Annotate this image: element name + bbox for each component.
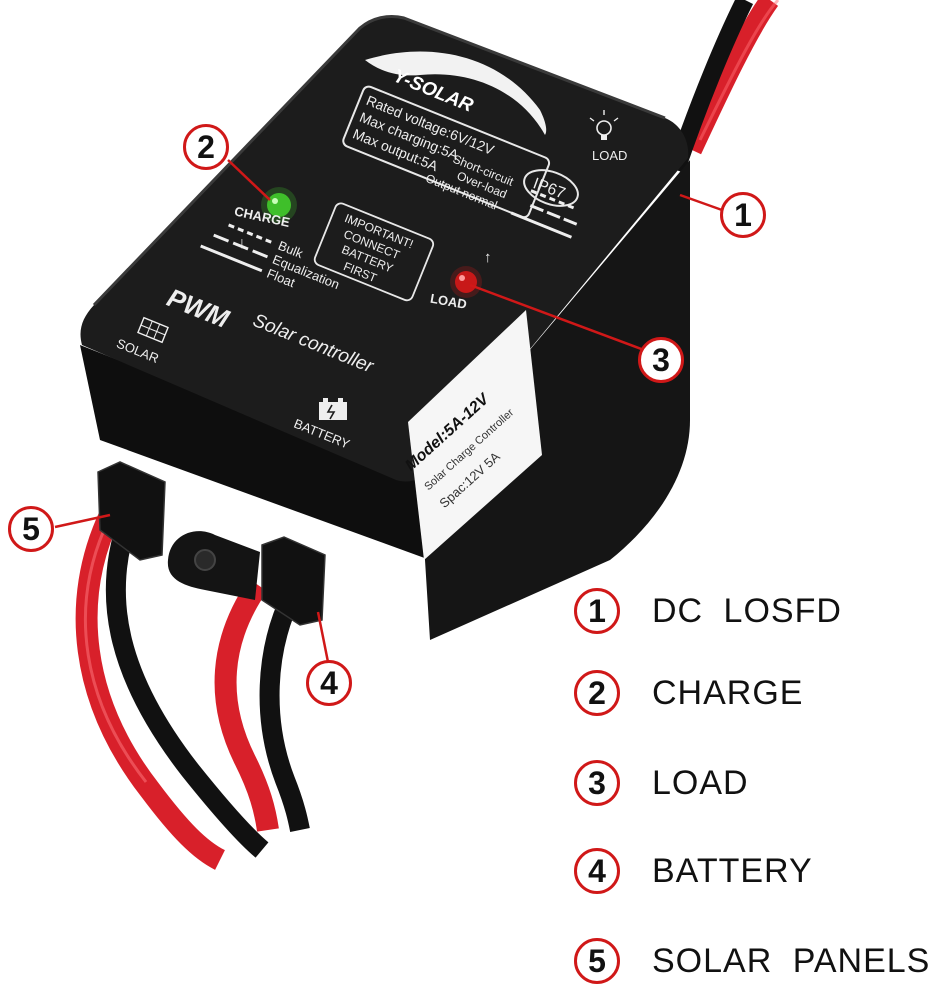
legend-number: 5	[574, 938, 620, 984]
load-label: LOAD	[429, 291, 468, 312]
battery-wire-red	[214, 578, 279, 832]
legend-number: 2	[574, 670, 620, 716]
leader-2	[227, 159, 271, 201]
load-arrow-icon: ↑	[484, 249, 492, 266]
legend-number: 3	[574, 760, 620, 806]
solar-panel-icon	[137, 316, 169, 344]
legend-text: CHARGE	[652, 673, 804, 712]
leader-4	[316, 611, 330, 663]
leader-5	[54, 513, 111, 529]
brand-swoosh	[365, 51, 547, 135]
callout-3: 3	[638, 337, 684, 383]
callout-4: 4	[306, 660, 352, 706]
load-label-top: LOAD	[592, 148, 627, 163]
warning-box	[313, 202, 435, 302]
legend-text: LOAD	[652, 763, 749, 802]
legend-number: 1	[574, 588, 620, 634]
leader-3	[469, 283, 645, 352]
callout-5: 5	[8, 506, 54, 552]
battery-cable-gland	[261, 536, 326, 626]
legend-item-2: 2 CHARGE	[574, 670, 803, 716]
legend-item-4: 4 BATTERY	[574, 848, 813, 894]
controller-top	[80, 16, 689, 482]
callout-2: 2	[183, 124, 229, 170]
battery-icon	[319, 398, 347, 420]
legend-item-5: 5 SOLAR PANELS	[574, 938, 930, 984]
solar-cable-gland	[97, 461, 166, 561]
legend-number: 4	[574, 848, 620, 894]
controller-side-right	[420, 160, 690, 640]
bulb-icon	[589, 110, 619, 140]
legend-item-1: 1 DC LOSFD	[574, 588, 842, 634]
model-sticker	[408, 310, 542, 560]
legend-text: DC LOSFD	[652, 591, 842, 630]
ip67-badge	[523, 169, 579, 207]
callout-1: 1	[720, 192, 766, 238]
legend-text: SOLAR PANELS	[652, 941, 931, 980]
battery-wire-black	[259, 590, 310, 832]
load-wire-red	[682, 0, 779, 155]
charge-arrow-icon: ↓	[238, 235, 246, 252]
controller-side-front	[80, 345, 430, 560]
legend-item-3: 3 LOAD	[574, 760, 749, 806]
spec-box	[342, 85, 551, 219]
leader-1	[679, 193, 723, 212]
solar-wire-black	[105, 516, 269, 858]
legend-text: BATTERY	[652, 851, 813, 890]
